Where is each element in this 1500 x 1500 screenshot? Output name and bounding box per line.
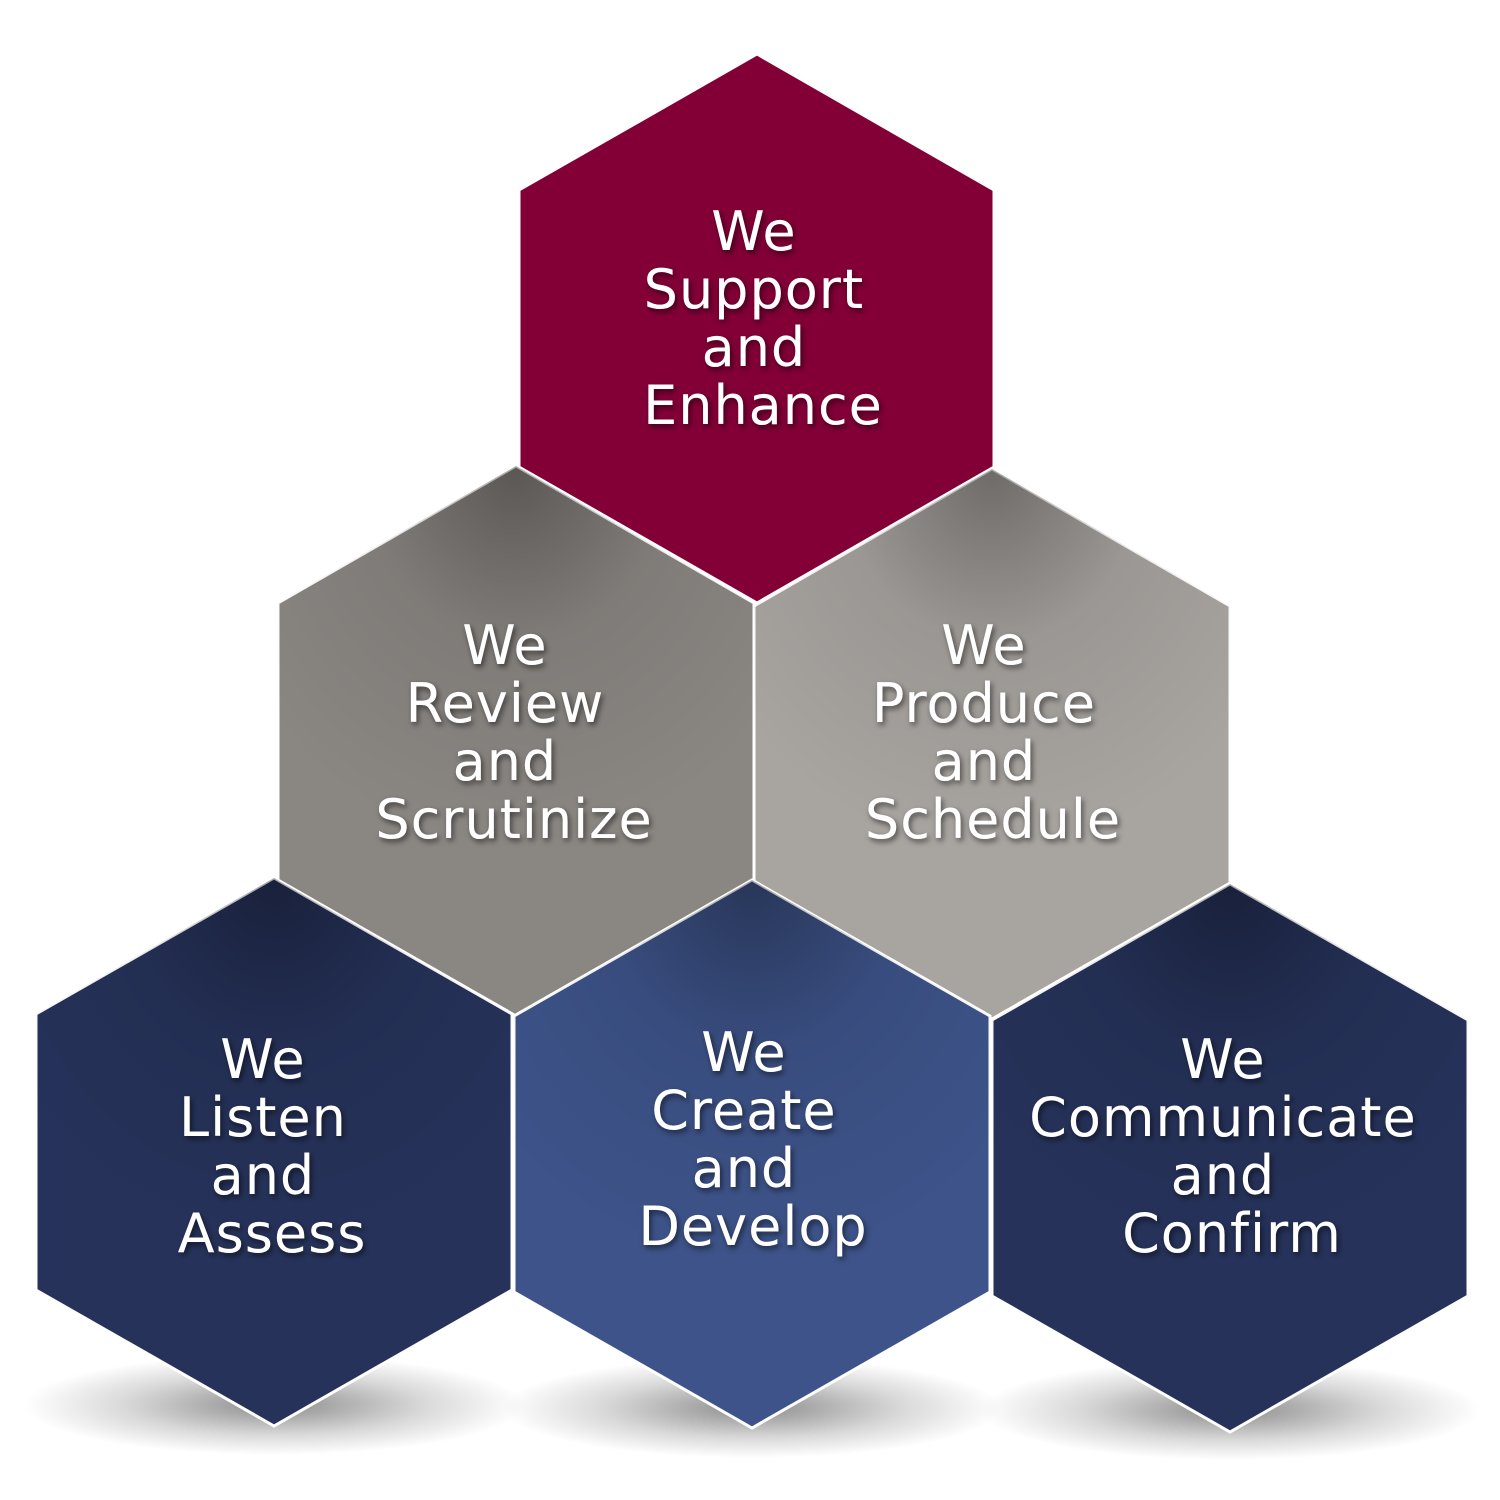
hex-produce-shade	[754, 469, 1230, 1019]
hex-support-line-2: Support	[644, 258, 864, 321]
hex-listen-line-2: Listen	[179, 1086, 347, 1149]
hex-communicate-shade	[992, 884, 1468, 1432]
hex-produce: We Produce and Schedule	[752, 467, 1232, 1021]
hex-review-line-1: We	[462, 614, 547, 677]
hex-review-line-4: Scrutinize	[375, 788, 652, 851]
hex-listen-line-3: and	[211, 1144, 316, 1207]
hex-produce-line-3: and	[932, 730, 1037, 793]
hex-listen-line-1: We	[220, 1028, 305, 1091]
hex-support-label: We Support and Enhance	[643, 200, 883, 437]
hex-support-line-1: We	[711, 200, 796, 263]
hex-support-line-3: and	[702, 316, 807, 379]
hex-support: We Support and Enhance	[517, 52, 996, 605]
hex-produce-line-2: Produce	[872, 672, 1096, 735]
hex-review: We Review and Scrutinize	[276, 464, 756, 1018]
hex-produce-line-1: We	[941, 614, 1026, 677]
hex-communicate: We Communicate and Confirm	[990, 882, 1470, 1434]
hex-produce-label: We Produce and Schedule	[865, 614, 1121, 851]
hex-communicate-line-1: We	[1180, 1028, 1265, 1091]
hex-review-shade	[278, 466, 754, 1016]
hex-create-shade	[514, 880, 990, 1428]
hex-review-label: We Review and Scrutinize	[375, 614, 652, 851]
hex-produce-line-4: Schedule	[865, 788, 1121, 851]
hex-listen: We Listen and Assess	[34, 876, 514, 1428]
hex-listen-shade	[36, 878, 512, 1426]
hex-communicate-line-3: and	[1171, 1144, 1276, 1207]
hex-listen-label: We Listen and Assess	[178, 1028, 367, 1265]
hex-support-line-4: Enhance	[643, 374, 883, 437]
hex-create-line-4: Develop	[638, 1195, 867, 1258]
hex-create-label: We Create and Develop	[638, 1021, 867, 1258]
hex-create-line-2: Create	[651, 1079, 836, 1142]
hex-review-line-3: and	[453, 730, 558, 793]
hex-create-line-3: and	[692, 1137, 797, 1200]
hex-create: We Create and Develop	[512, 878, 992, 1430]
hex-listen-line-4: Assess	[178, 1202, 367, 1265]
hex-communicate-label: We Communicate and Confirm	[1029, 1028, 1435, 1265]
hex-communicate-line-4: Confirm	[1122, 1202, 1342, 1265]
hex-review-line-2: Review	[406, 672, 605, 735]
hex-create-line-1: We	[701, 1021, 786, 1084]
hex-communicate-line-2: Communicate	[1029, 1086, 1417, 1149]
